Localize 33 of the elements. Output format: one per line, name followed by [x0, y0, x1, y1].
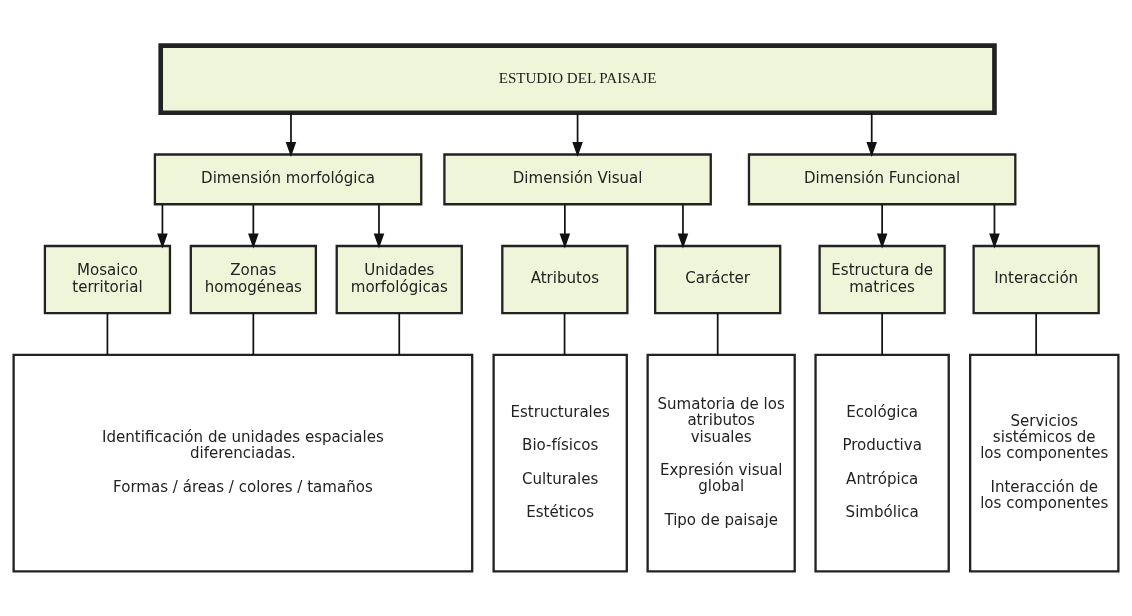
node-box: Estructura de matrices [818, 244, 946, 314]
connector [398, 311, 401, 356]
arrow [876, 203, 888, 249]
node-box: Unidades morfológicas [335, 244, 463, 314]
arrow [157, 203, 168, 249]
node-box: ESTUDIO DEL PAISAJE [158, 42, 997, 115]
node-box: Interacción [972, 244, 1100, 314]
connector [563, 311, 566, 356]
node-box: Estructurales Bio-físicos Culturales Estéticos [492, 353, 628, 573]
node-box: Ecológica Productiva Antrópica Simbólica [814, 353, 950, 573]
node-box: Dimensión Visual [443, 152, 712, 205]
node-box: Sumatoria de los atributos visuales Expresión visual global Tipo de paisaje [646, 353, 796, 573]
node-box: Zonas homogéneas [189, 244, 318, 314]
arrow [989, 203, 1000, 249]
node-box: Dimensión Funcional [747, 152, 1017, 205]
arrow [285, 111, 297, 157]
connector [252, 311, 255, 356]
connector [1035, 311, 1037, 356]
arrow [677, 203, 689, 249]
arrow [559, 203, 571, 249]
arrow [866, 111, 877, 157]
connector [881, 311, 883, 356]
arrow [572, 111, 583, 157]
node-box: Dimensión morfológica [153, 152, 423, 205]
connector [106, 311, 109, 356]
node-box: Servicios sistémicos de los componentes Interacción de los componentes [969, 353, 1120, 573]
node-box: Identificación de unidades espaciales diferenciadas. Formas / áreas / colores / tamaños [12, 353, 474, 573]
arrow [248, 203, 259, 249]
arrow [373, 203, 385, 249]
connector [716, 311, 719, 356]
node-box: Mosaico territorial [43, 244, 172, 314]
node-box: Carácter [654, 244, 782, 314]
node-box: Atributos [501, 244, 629, 314]
